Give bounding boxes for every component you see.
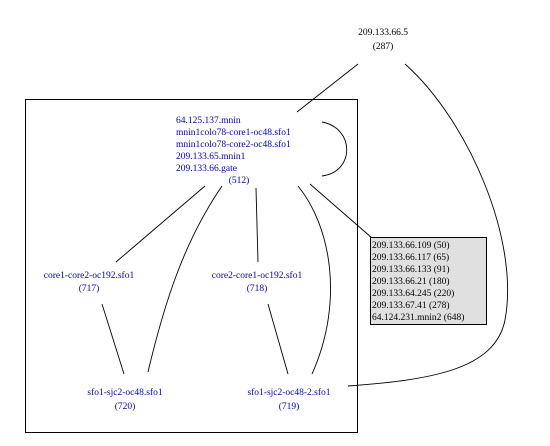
edge-center-to-right-bottom [297,185,331,375]
side-box-line-3: 209.133.66.133 (91) [372,264,450,275]
node-center-line-6: (512) [229,175,250,186]
side-box-line-5: 209.133.64.245 (220) [372,288,454,299]
node-center-line-3: mnin1colo78-core2-oc48.sfo1 [176,139,291,150]
node-top: 209.133.66.5 (287) [358,28,408,52]
node-left-bottom-line-2: (720) [115,401,136,412]
node-right-mid-line-1: core2-core1-oc192.sfo1 [212,270,303,281]
node-left-mid[interactable]: core1-core2-oc192.sfo1 (717) [44,270,135,294]
side-box-line-4: 209.133.66.21 (180) [372,276,450,287]
node-right-mid[interactable]: core2-core1-oc192.sfo1 (718) [212,270,303,294]
node-top-line-1: 209.133.66.5 [358,28,408,38]
side-box: 209.133.66.109 (50) 209.133.66.117 (65) … [370,237,487,325]
node-right-bottom[interactable]: sfo1-sjc2-oc48-2.sfo1 (719) [247,387,330,412]
side-box-line-7: 64.124.231.mnin2 (648) [372,312,464,323]
edge-left-mid-to-left-bottom [101,303,125,375]
node-center-line-4: 209.133.65.mnin1 [176,152,246,162]
node-right-bottom-line-1: sfo1-sjc2-oc48-2.sfo1 [247,387,330,398]
edge-center-self-loop [321,121,347,177]
node-center[interactable]: 64.125.137.mnin mnin1colo78-core1-oc48.s… [176,116,291,186]
node-right-bottom-line-2: (719) [279,401,300,412]
node-left-bottom-line-1: sfo1-sjc2-oc48.sfo1 [87,387,162,398]
edge-center-to-left-mid [115,185,206,263]
side-box-line-2: 209.133.66.117 (65) [372,252,449,263]
node-left-bottom[interactable]: sfo1-sjc2-oc48.sfo1 (720) [87,387,162,412]
side-box-line-6: 209.133.67.41 (278) [372,300,450,311]
node-left-mid-line-1: core1-core2-oc192.sfo1 [44,270,135,281]
side-box-line-1: 209.133.66.109 (50) [372,240,450,251]
edge-top-to-center [296,63,359,113]
node-right-mid-line-2: (718) [247,283,268,294]
edge-center-to-right-mid [255,187,259,263]
cluster-frame [25,99,358,433]
node-center-line-5: 209.133.66.gate [176,164,237,174]
node-center-line-1: 64.125.137.mnin [176,116,241,126]
node-center-line-2: mnin1colo78-core1-oc48.sfo1 [176,127,291,138]
edges [101,63,509,387]
side-box-frame [370,237,487,325]
edge-top-to-right-bottom [347,63,509,387]
edge-right-mid-to-right-bottom [267,303,289,375]
node-top-line-2: (287) [373,41,394,52]
node-left-mid-line-2: (717) [79,283,100,294]
edge-center-to-side-box [309,183,373,239]
edge-center-to-left-bottom [147,185,223,373]
